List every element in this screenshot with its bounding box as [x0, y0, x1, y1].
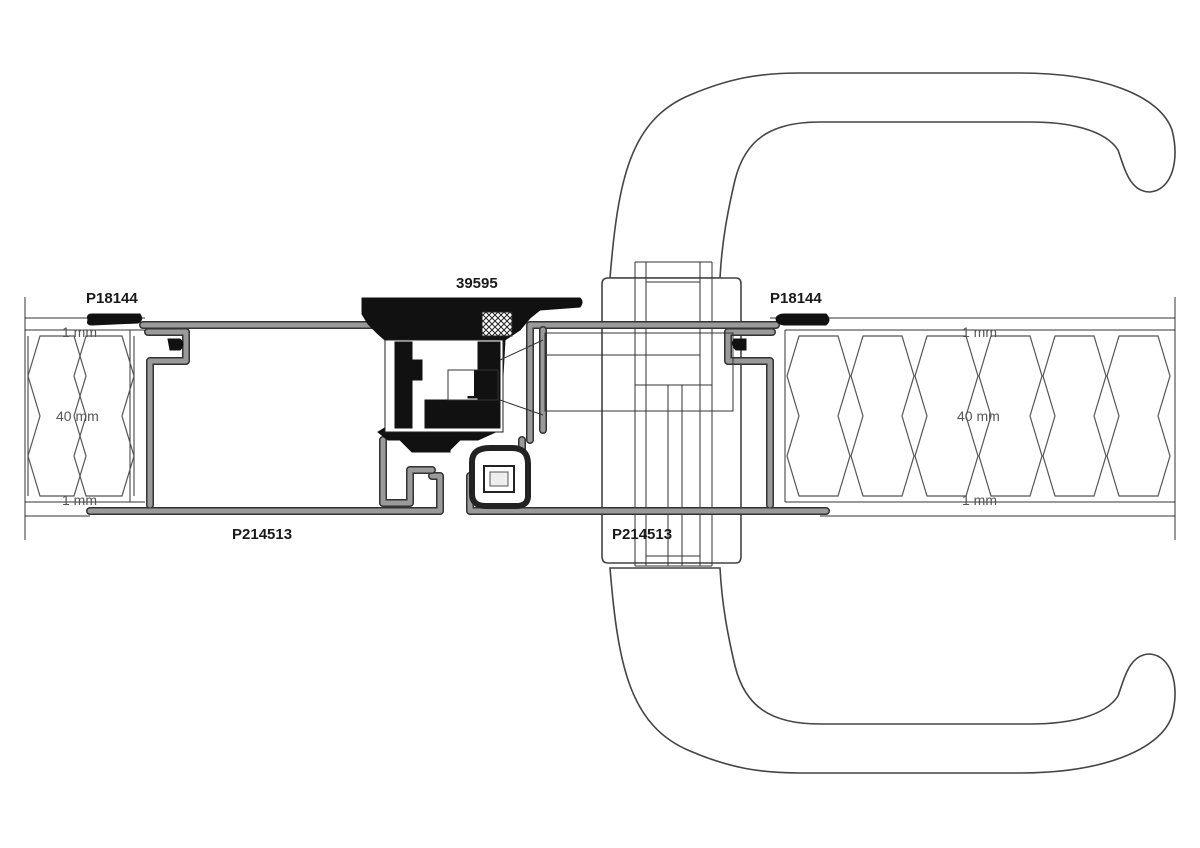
dim-skin-top-right: 1 mm — [962, 324, 997, 340]
handle-lever-upper — [609, 72, 1176, 279]
insulation-core-left — [27, 335, 135, 497]
hatched-seal — [481, 311, 513, 337]
handle-rose — [601, 277, 742, 564]
bulb-seal — [469, 445, 531, 509]
gasket-left-clip — [167, 338, 184, 351]
gasket-right-clip — [731, 338, 747, 351]
dim-skin-bottom-right: 1 mm — [962, 492, 997, 508]
handle-lever-lower — [609, 567, 1176, 774]
door-handle — [601, 72, 1176, 774]
dim-core-right: 40 mm — [957, 408, 1000, 424]
label-center-profile: 39595 — [456, 275, 498, 292]
label-frame-right: P214513 — [612, 526, 672, 543]
label-gasket-right: P18144 — [770, 290, 822, 307]
center-profile — [361, 297, 583, 453]
label-frame-left: P214513 — [232, 526, 292, 543]
dim-core-left: 40 mm — [56, 408, 99, 424]
insulation-core-right — [786, 335, 1171, 497]
label-gasket-left: P18144 — [86, 290, 138, 307]
gasket-right — [775, 313, 830, 326]
gasket-left — [87, 313, 143, 326]
dim-skin-bottom-left: 1 mm — [62, 492, 97, 508]
frame-profile-left — [86, 321, 444, 515]
dim-skin-top-left: 1 mm — [62, 324, 97, 340]
frame-profile-right — [466, 321, 830, 515]
